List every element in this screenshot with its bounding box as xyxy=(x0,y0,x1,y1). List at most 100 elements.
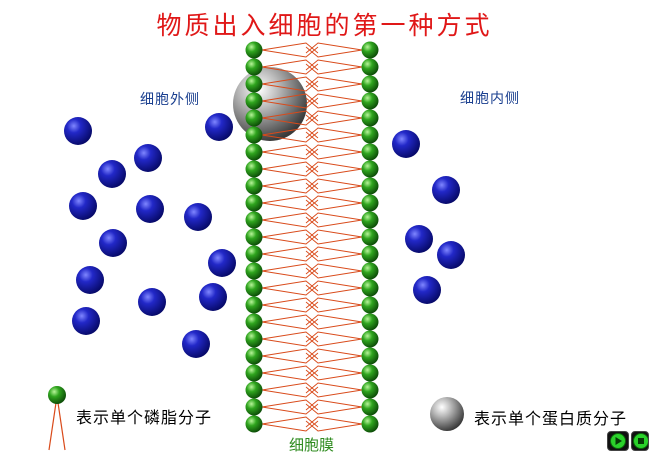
lipid-head xyxy=(361,194,379,212)
lipid-tail xyxy=(261,178,319,190)
label-inside: 细胞内侧 xyxy=(460,91,520,107)
lipid-tail xyxy=(261,80,319,92)
lipid-tail xyxy=(305,80,363,92)
lipid-tail xyxy=(305,148,363,160)
lipid-tail xyxy=(261,267,319,279)
lipid-head xyxy=(245,194,263,212)
lipid-head xyxy=(361,279,379,297)
lipid-tail xyxy=(261,301,319,313)
lipid-tail xyxy=(305,178,363,190)
lipid-tail xyxy=(261,382,319,394)
lipid-tail xyxy=(305,263,363,275)
play-button[interactable] xyxy=(607,431,629,451)
solute-molecule xyxy=(98,160,126,188)
lipid-head xyxy=(361,228,379,246)
lipid-head xyxy=(245,177,263,195)
label-outside: 细胞外侧 xyxy=(140,92,200,108)
lipid-tail xyxy=(305,161,363,173)
lipid-tail xyxy=(305,110,363,122)
lipid-head xyxy=(245,41,263,59)
solute-molecule xyxy=(392,130,420,158)
lipid-head xyxy=(361,75,379,93)
lipid-tail xyxy=(261,280,319,292)
lipid-tail xyxy=(305,403,363,415)
lipid-tail xyxy=(305,250,363,262)
lipid-tail xyxy=(261,110,319,122)
lipid-tail xyxy=(261,369,319,381)
lipid-head xyxy=(361,41,379,59)
lipid-tail xyxy=(261,246,319,258)
lipid-heads xyxy=(245,41,379,433)
solute-molecules xyxy=(64,113,465,358)
lipid-tail xyxy=(261,127,319,139)
lipid-head xyxy=(245,245,263,263)
lipid-tail xyxy=(305,284,363,296)
lipid-tail xyxy=(261,386,319,398)
solute-molecule xyxy=(76,266,104,294)
solute-molecule xyxy=(69,192,97,220)
lipid-tail xyxy=(305,216,363,228)
lipid-head xyxy=(361,330,379,348)
lipid-head xyxy=(361,143,379,161)
lipid-tail xyxy=(261,233,319,245)
lipid-tail xyxy=(305,335,363,347)
lipid-tail xyxy=(305,331,363,343)
lipid-tail xyxy=(305,280,363,292)
lipid-tail xyxy=(305,318,363,330)
lipid-head xyxy=(245,415,263,433)
lipid-tail xyxy=(305,382,363,394)
lipid-tail xyxy=(305,76,363,88)
solute-molecule xyxy=(99,229,127,257)
lipid-tail xyxy=(261,114,319,126)
lipid-tail xyxy=(305,365,363,377)
lipid-tail xyxy=(305,165,363,177)
lipid-tail xyxy=(305,301,363,313)
lipid-tail xyxy=(261,131,319,143)
lipid-tail xyxy=(305,195,363,207)
lipid-head xyxy=(361,415,379,433)
lipid-head xyxy=(361,177,379,195)
solute-molecule xyxy=(136,195,164,223)
lipid-tail xyxy=(305,416,363,428)
lipid-head xyxy=(245,211,263,229)
lipid-head xyxy=(245,160,263,178)
legend-phospholipid-icon xyxy=(48,386,66,451)
lipid-tail xyxy=(305,212,363,224)
lipid-head xyxy=(245,364,263,382)
lipid-tail xyxy=(261,250,319,262)
lipid-tail xyxy=(305,297,363,309)
lipid-tail xyxy=(261,93,319,105)
lipid-head xyxy=(361,296,379,314)
lipid-tail xyxy=(305,97,363,109)
lipid-tail xyxy=(305,63,363,75)
lipid-head xyxy=(361,313,379,331)
lipid-tail xyxy=(261,365,319,377)
lipid-tail xyxy=(261,97,319,109)
lipid-tail xyxy=(261,399,319,411)
solute-molecule xyxy=(134,144,162,172)
lipid-tail xyxy=(261,199,319,211)
lipid-tail xyxy=(305,420,363,432)
lipid-head xyxy=(245,75,263,93)
lipid-tail xyxy=(261,42,319,54)
solute-molecule xyxy=(138,288,166,316)
lipid-tail xyxy=(305,267,363,279)
lipid-tail xyxy=(261,229,319,241)
lipid-head xyxy=(361,92,379,110)
lipid-head xyxy=(245,262,263,280)
lipid-tail xyxy=(261,161,319,173)
lipid-tail xyxy=(305,348,363,360)
lipid-tail xyxy=(261,420,319,432)
solute-molecule xyxy=(72,307,100,335)
lipid-tail xyxy=(261,216,319,228)
lipid-head xyxy=(361,364,379,382)
lipid-tail xyxy=(261,416,319,428)
lipid-head xyxy=(361,245,379,263)
lipid-tail xyxy=(261,144,319,156)
stop-button[interactable] xyxy=(631,431,649,451)
lipid-head xyxy=(245,398,263,416)
solute-molecule xyxy=(184,203,212,231)
lipid-head xyxy=(245,296,263,314)
lipid-head xyxy=(245,143,263,161)
